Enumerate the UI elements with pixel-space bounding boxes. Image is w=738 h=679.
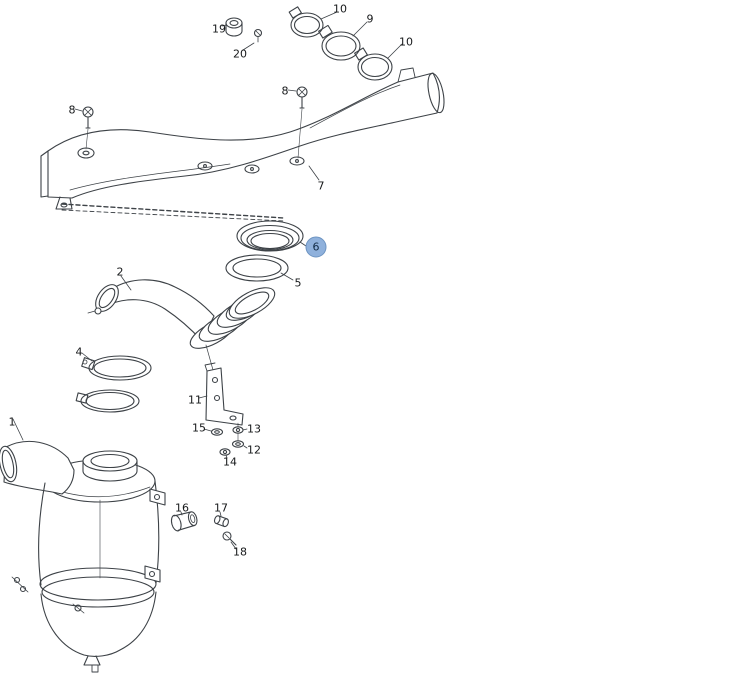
- part-label-19[interactable]: 19: [212, 22, 226, 36]
- part-label-7[interactable]: 7: [317, 179, 325, 193]
- part-label-11[interactable]: 11: [188, 393, 202, 407]
- part-label-16[interactable]: 16: [175, 501, 189, 515]
- part-bolt-left-art: [82, 106, 94, 150]
- part-elbow-hose-art: [87, 279, 276, 349]
- part-hose-clamp-upper-art: [288, 6, 324, 38]
- part-screw-18-art: [222, 531, 237, 546]
- part-washer-15-art: [210, 428, 224, 436]
- part-label-5[interactable]: 5: [294, 276, 302, 290]
- part-nut-13-art: [232, 422, 244, 442]
- part-air-cleaner-art: [0, 440, 166, 673]
- part-seal-ring-6-art: [236, 220, 304, 252]
- part-bolt-right-art: [296, 86, 308, 159]
- part-label-2[interactable]: 2: [116, 265, 124, 279]
- part-label-10-upper[interactable]: 10: [333, 2, 347, 16]
- part-label-1[interactable]: 1: [8, 415, 16, 429]
- part-grommet-art: [225, 17, 243, 37]
- part-clamp-lower-art: [75, 389, 140, 413]
- part-ring-5-art: [225, 254, 289, 282]
- part-clamp-4-art: [81, 355, 152, 381]
- part-label-10-lower[interactable]: 10: [399, 35, 413, 49]
- part-nut-14-art: [219, 448, 231, 456]
- part-label-17[interactable]: 17: [214, 501, 228, 515]
- part-plug-16-art: [170, 511, 198, 532]
- part-label-18[interactable]: 18: [233, 545, 247, 559]
- alignment-dashed-line: [61, 203, 285, 222]
- part-clamp-screw-art: [253, 28, 263, 43]
- part-hose-clamp-lower-art: [354, 47, 393, 81]
- part-label-13[interactable]: 13: [247, 422, 261, 436]
- part-label-9[interactable]: 9: [366, 12, 374, 26]
- part-bracket-art: [204, 344, 244, 426]
- part-label-15[interactable]: 15: [192, 421, 206, 435]
- part-washer-12-art: [231, 440, 245, 448]
- part-hose-clamp-middle-art: [318, 24, 361, 61]
- part-duct-art: [40, 67, 445, 210]
- part-label-8-left[interactable]: 8: [68, 103, 76, 117]
- part-label-14[interactable]: 14: [223, 455, 237, 469]
- part-label-6-highlighted[interactable]: 6: [305, 236, 327, 258]
- part-spacer-17-art: [213, 515, 229, 528]
- part-label-12[interactable]: 12: [247, 443, 261, 457]
- part-label-8-right[interactable]: 8: [281, 84, 289, 98]
- part-label-20[interactable]: 20: [233, 47, 247, 61]
- leader-lines: [12, 11, 403, 550]
- part-label-4[interactable]: 4: [75, 345, 83, 359]
